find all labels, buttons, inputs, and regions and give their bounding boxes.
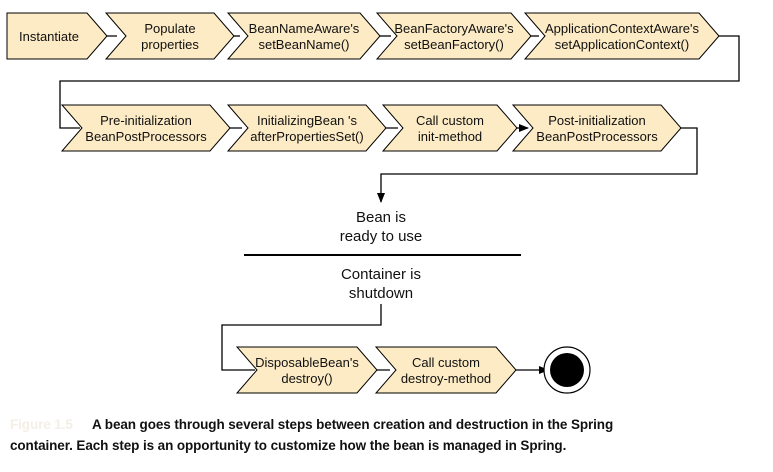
step-label-line: setBeanName() bbox=[258, 37, 349, 52]
step-label-line: Instantiate bbox=[19, 29, 79, 44]
step-label-line: BeanNameAware's bbox=[249, 21, 360, 36]
step-label-line: Pre-initialization bbox=[100, 113, 192, 128]
step-shape bbox=[375, 12, 532, 60]
step-label-line: ApplicationContextAware's bbox=[545, 21, 699, 36]
step-label-line: BeanPostProcessors bbox=[85, 129, 207, 144]
step-shape bbox=[374, 346, 517, 394]
steps: InstantiatePopulatepropertiesBeanNameAwa… bbox=[6, 12, 720, 394]
step-shape bbox=[60, 104, 231, 152]
step-label-line: DisposableBean's bbox=[255, 355, 359, 370]
connector-to-row3 bbox=[221, 304, 382, 371]
step-label-line: Call custom bbox=[416, 113, 484, 128]
bean-lifecycle-diagram: InstantiatePopulatepropertiesBeanNameAwa… bbox=[6, 12, 740, 394]
connector-to-ready bbox=[377, 127, 698, 203]
step-shape bbox=[523, 12, 720, 60]
step-application-context-aware: ApplicationContextAware'ssetApplicationC… bbox=[523, 12, 720, 60]
step-label-line: setBeanFactory() bbox=[404, 37, 504, 52]
step-shape bbox=[6, 12, 108, 60]
step-shape bbox=[226, 12, 381, 60]
state-container-shutdown-line: Container is bbox=[341, 266, 421, 283]
step-label-line: BeanFactoryAware's bbox=[394, 21, 514, 36]
step-shape bbox=[381, 104, 518, 152]
caption-line-2: container. Each step is an opportunity t… bbox=[10, 438, 567, 453]
step-label-line: destroy() bbox=[281, 371, 332, 386]
step-shape bbox=[104, 12, 235, 60]
step-label-line: Post-initialization bbox=[548, 113, 646, 128]
state-bean-ready-line: ready to use bbox=[340, 228, 423, 245]
final-state-icon bbox=[543, 346, 591, 394]
step-label-line: afterPropertiesSet() bbox=[250, 129, 363, 144]
state-container-shutdown-line: shutdown bbox=[349, 285, 413, 302]
step-label-line: Populate bbox=[144, 21, 195, 36]
final-state-dot bbox=[550, 353, 584, 387]
step-instantiate: Instantiate bbox=[6, 12, 108, 60]
step-shape bbox=[511, 104, 682, 152]
connector-row1-to-row2 bbox=[59, 35, 740, 129]
figure-caption: Figure 1.5 A bean goes through several st… bbox=[10, 414, 770, 456]
state-container-shutdown: Container is shutdown bbox=[341, 266, 421, 302]
state-bean-ready: Bean is ready to use bbox=[340, 209, 423, 245]
caption-label: Figure 1.5 bbox=[10, 417, 73, 432]
step-shape bbox=[226, 104, 387, 152]
step-shape bbox=[235, 346, 378, 394]
step-label-line: init-method bbox=[418, 129, 482, 144]
step-label-line: Call custom bbox=[412, 355, 480, 370]
step-label-line: InitializingBean 's bbox=[257, 113, 358, 128]
state-bean-ready-line: Bean is bbox=[356, 209, 406, 226]
caption-line-1: A bean goes through several steps betwee… bbox=[92, 417, 614, 432]
step-label-line: BeanPostProcessors bbox=[536, 129, 658, 144]
step-label-line: setApplicationContext() bbox=[555, 37, 689, 52]
connectors bbox=[59, 35, 740, 374]
step-label-line: destroy-method bbox=[401, 371, 491, 386]
step-label-line: properties bbox=[141, 37, 199, 52]
